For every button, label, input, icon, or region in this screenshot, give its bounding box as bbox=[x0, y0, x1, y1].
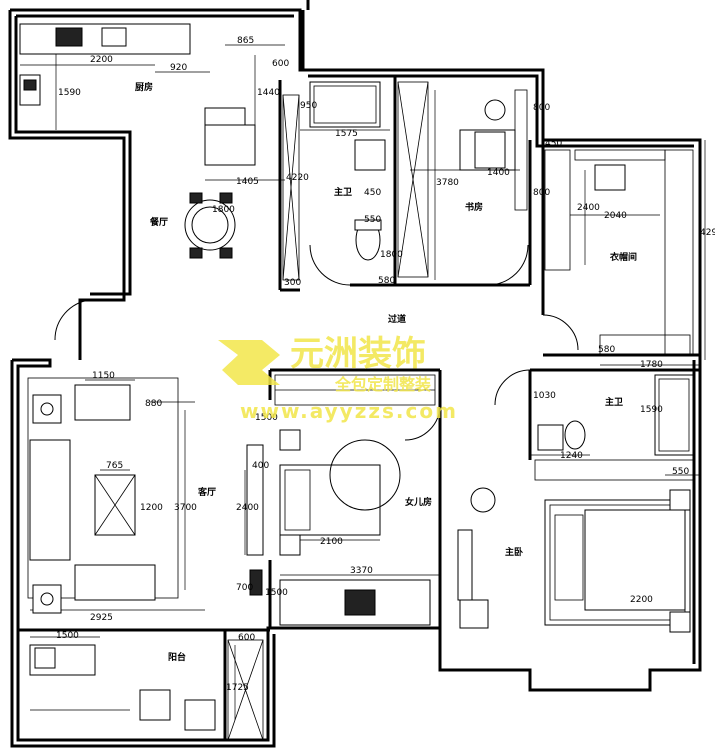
dim-600b: 600 bbox=[238, 633, 255, 643]
dim-3370: 3370 bbox=[350, 566, 373, 576]
dim-865: 865 bbox=[237, 36, 254, 46]
dim-450a: 450 bbox=[364, 188, 381, 198]
dim-3700: 3700 bbox=[174, 503, 197, 513]
dim-2200b: 2200 bbox=[630, 595, 653, 605]
watermark-url: www.ayyzzs.com bbox=[240, 399, 458, 423]
dim-1150: 1150 bbox=[92, 371, 115, 381]
room-label-balcony: 阳台 bbox=[168, 651, 186, 663]
dim-600: 600 bbox=[272, 59, 289, 69]
dim-2925: 2925 bbox=[90, 613, 113, 623]
dim-2400a: 2400 bbox=[577, 203, 600, 213]
dim-950: 950 bbox=[300, 101, 317, 111]
dim-1725: 1725 bbox=[226, 683, 249, 693]
room-label-dining: 餐厅 bbox=[149, 216, 168, 228]
bath1-fixtures bbox=[309, 81, 386, 261]
doors bbox=[54, 244, 579, 441]
dim-550b: 550 bbox=[672, 467, 689, 477]
dim-1500c: 1500 bbox=[56, 631, 79, 641]
watermark-logo-mark bbox=[218, 340, 280, 385]
dim-580b: 580 bbox=[598, 345, 615, 355]
dim-1240: 1240 bbox=[560, 451, 583, 461]
watermark-slogan: 全包定制整装 bbox=[334, 375, 431, 394]
master-bedroom-furniture bbox=[457, 487, 691, 633]
dim-1500a: 1500 bbox=[255, 413, 278, 423]
dim-765: 765 bbox=[106, 461, 123, 471]
dim-1440: 1440 bbox=[257, 88, 280, 98]
living-furniture bbox=[27, 377, 264, 614]
wardrobe-column bbox=[282, 94, 300, 281]
dim-2200: 2200 bbox=[90, 55, 113, 65]
dim-400: 400 bbox=[252, 461, 269, 471]
kitchen-fixtures bbox=[19, 23, 256, 166]
room-label-corridor: 过道 bbox=[388, 313, 406, 325]
dim-550a: 550 bbox=[364, 215, 381, 225]
room-label-cloakroom: 衣帽间 bbox=[610, 251, 637, 263]
dim-1030: 1030 bbox=[533, 391, 556, 401]
room-label-bath1: 主卫 bbox=[334, 186, 352, 198]
dim-4220: 4220 bbox=[286, 173, 309, 183]
dim-1500b: 1500 bbox=[265, 588, 288, 598]
cloakroom-closets bbox=[544, 149, 694, 356]
dim-800b: 800 bbox=[533, 188, 550, 198]
study-closets bbox=[397, 81, 528, 278]
dim-2400b: 2400 bbox=[236, 503, 259, 513]
dim-3780: 3780 bbox=[436, 178, 459, 188]
daughter-room-furniture bbox=[274, 374, 436, 626]
dim-1780: 1780 bbox=[640, 360, 663, 370]
balcony-furniture bbox=[29, 639, 264, 741]
room-label-master: 主卧 bbox=[505, 546, 523, 558]
room-label-kitchen: 厨房 bbox=[135, 81, 153, 93]
dim-920: 920 bbox=[170, 63, 187, 73]
room-labels: 厨房 餐厅 主卫 书房 衣帽间 过道 主卫 客厅 女儿房 主卧 阳台 bbox=[135, 81, 637, 663]
watermark-brand: 元洲装饰 bbox=[290, 334, 426, 374]
dining-table bbox=[184, 192, 236, 259]
dim-1200: 1200 bbox=[140, 503, 163, 513]
dim-450b: 450 bbox=[545, 139, 562, 149]
dim-1575: 1575 bbox=[335, 129, 358, 139]
dim-300: 300 bbox=[284, 278, 301, 288]
bath2-fixtures bbox=[534, 374, 696, 481]
dim-880: 880 bbox=[145, 399, 162, 409]
dimension-labels: 2200 920 865 600 1590 1440 1405 1800 422… bbox=[56, 36, 715, 693]
dim-800a: 800 bbox=[533, 103, 550, 113]
room-label-bath2: 主卫 bbox=[605, 396, 623, 408]
dim-2100: 2100 bbox=[320, 537, 343, 547]
dim-1590: 1590 bbox=[58, 88, 81, 98]
room-label-study: 书房 bbox=[465, 201, 483, 213]
dim-4290: 4290 bbox=[700, 228, 715, 238]
dim-700: 700 bbox=[236, 583, 253, 593]
dim-2040: 2040 bbox=[604, 211, 627, 221]
dim-1400: 1400 bbox=[487, 168, 510, 178]
room-label-living: 客厅 bbox=[197, 486, 216, 498]
dim-1800: 1800 bbox=[212, 205, 235, 215]
dim-1800b: 1800 bbox=[380, 250, 403, 260]
dim-1590b: 1590 bbox=[640, 405, 663, 415]
watermark: 元洲装饰 全包定制整装 www.ayyzzs.com bbox=[218, 334, 458, 423]
interior-walls bbox=[18, 76, 700, 740]
room-label-daughter: 女儿房 bbox=[405, 496, 432, 508]
dim-580: 580 bbox=[378, 276, 395, 286]
dim-1405: 1405 bbox=[236, 177, 259, 187]
